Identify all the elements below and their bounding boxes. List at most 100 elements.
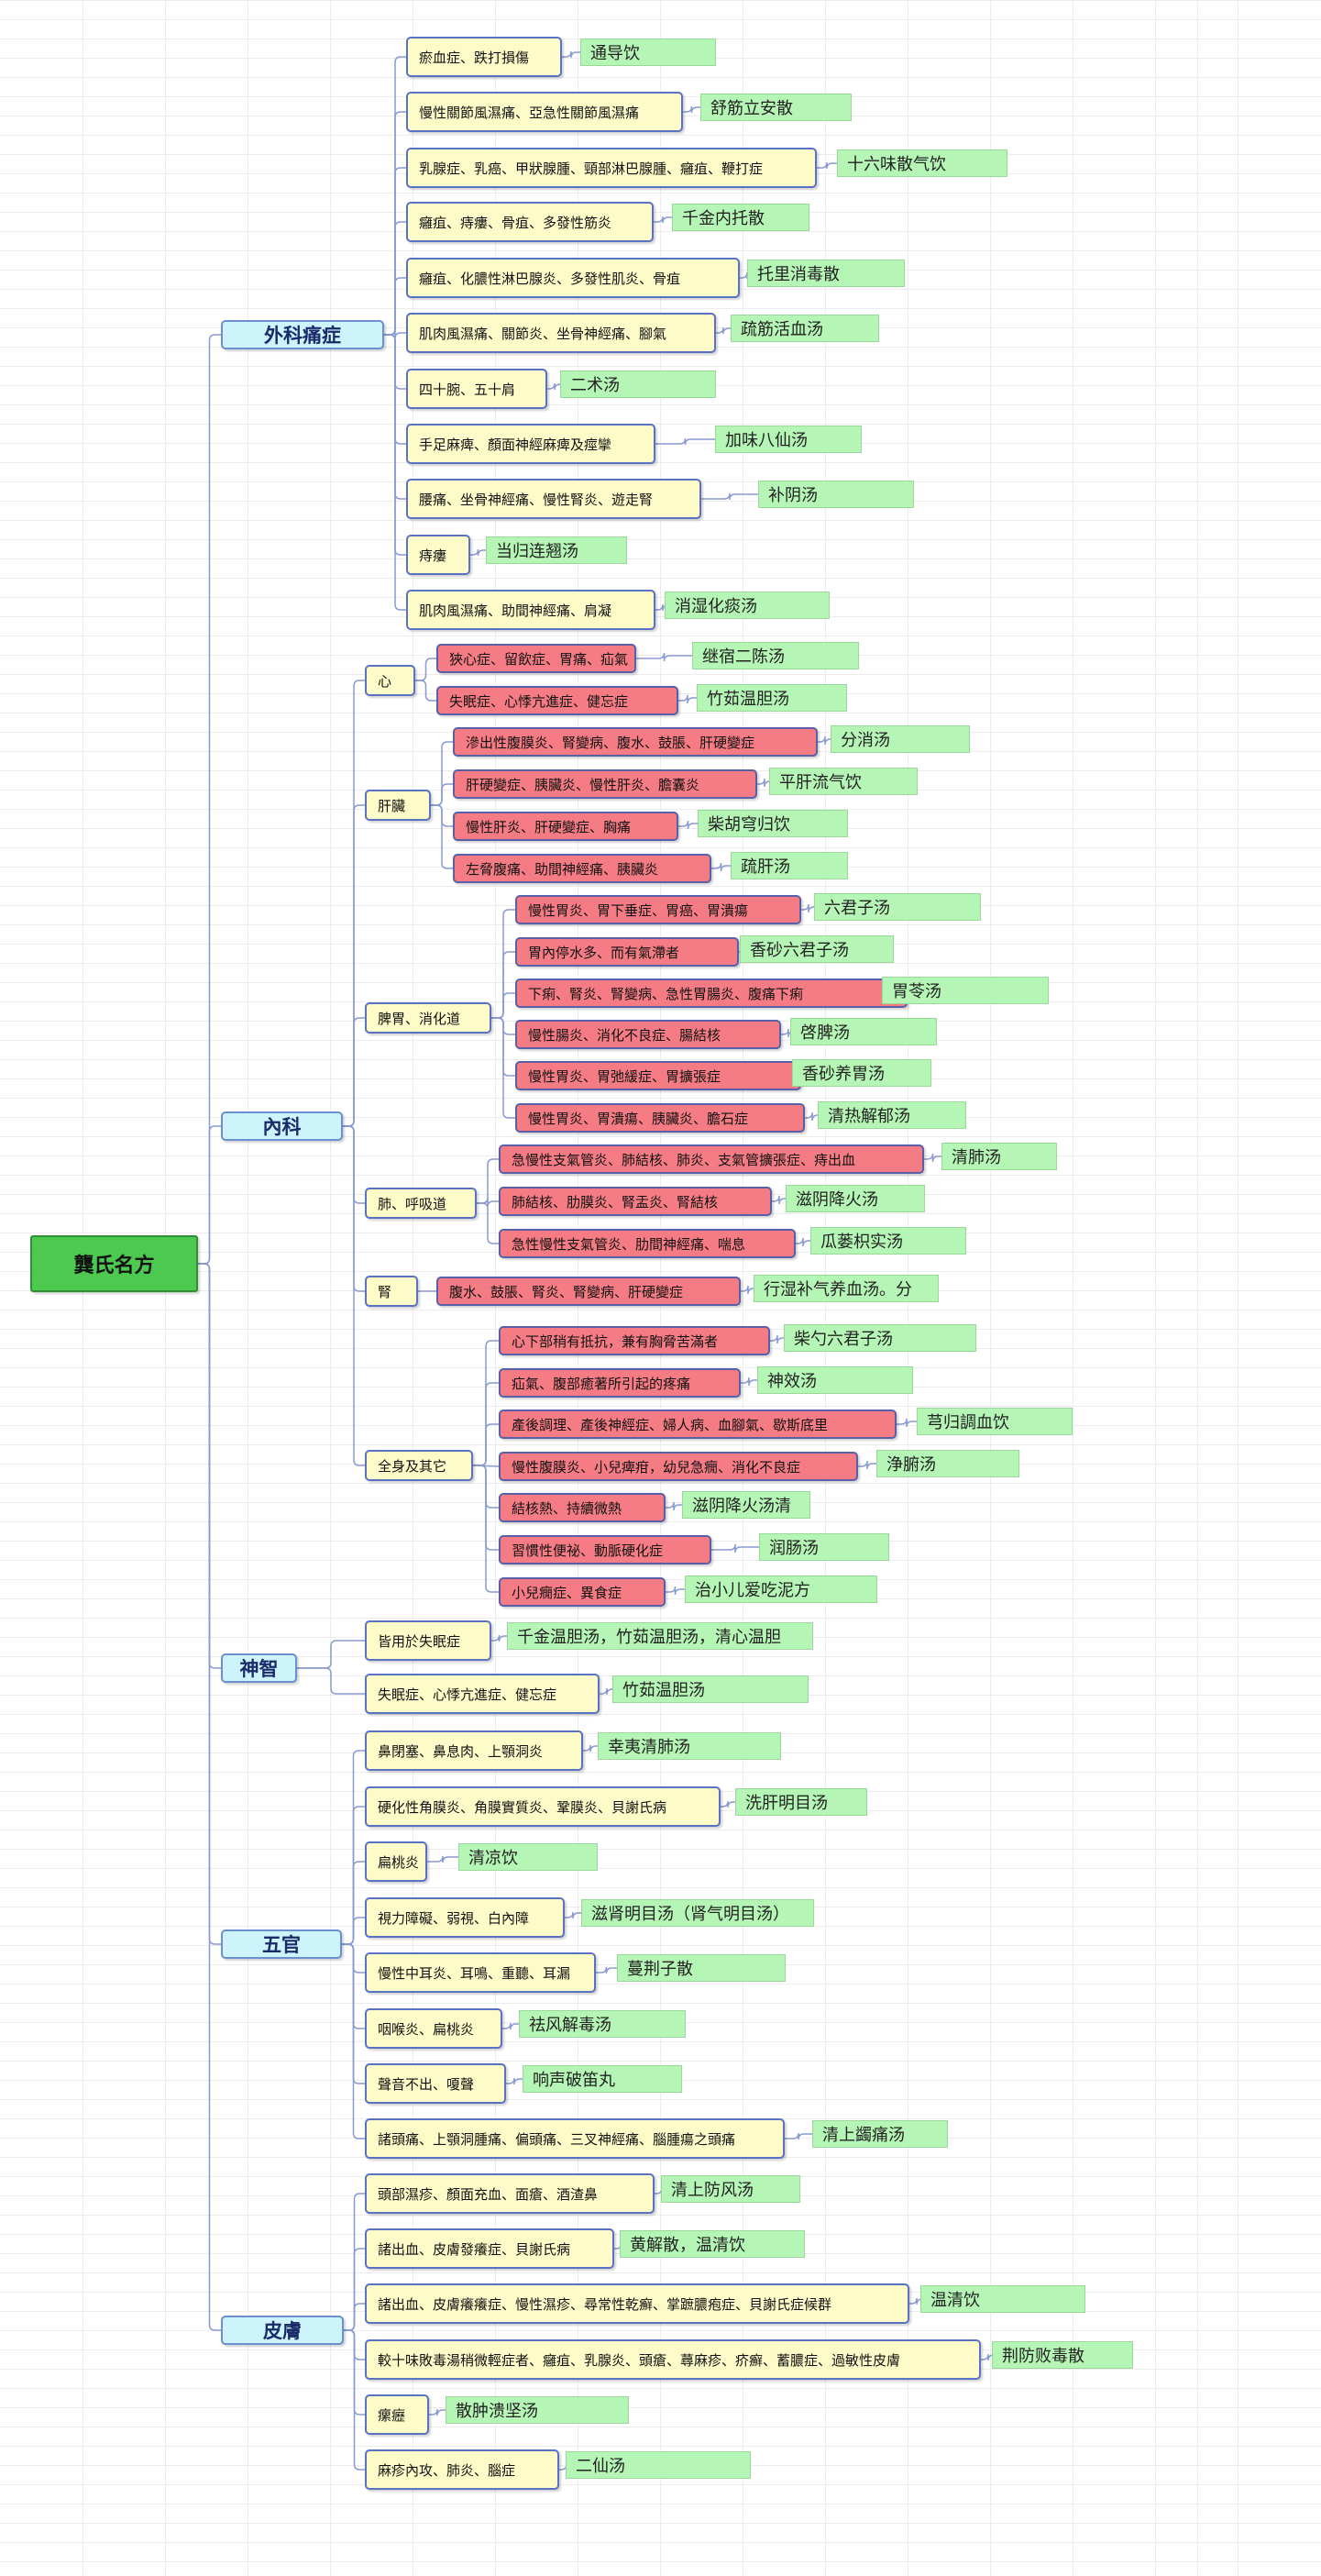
formula-node[interactable]: 祛风解毒汤 (519, 2010, 686, 2038)
organ-group-digestive[interactable]: 脾胃、消化道 (365, 1002, 491, 1034)
formula-node[interactable]: 香砂六君子汤 (740, 935, 894, 963)
formula-node[interactable]: 二术汤 (560, 370, 716, 398)
symptom-node[interactable]: 乳腺症、乳癌、甲狀腺腫、頸部淋巴腺腫、癰疽、鞭打症 (406, 148, 817, 188)
symptom-node[interactable]: 急慢性支氣管炎、肺結核、肺炎、支氣管擴張症、痔出血 (499, 1144, 924, 1174)
formula-node[interactable]: 分消汤 (831, 725, 970, 753)
category-surgery[interactable]: 外科痛症 (221, 320, 384, 349)
symptom-node[interactable]: 瘰癧 (365, 2394, 429, 2435)
formula-node[interactable]: 继宿二陈汤 (692, 642, 859, 669)
symptom-node[interactable]: 慢性關節風濕痛、亞急性關節風濕痛 (406, 92, 683, 132)
formula-node[interactable]: 竹茹温胆汤 (612, 1675, 809, 1703)
formula-node[interactable]: 清上防风汤 (661, 2175, 800, 2203)
symptom-node[interactable]: 心下部稍有抵抗，兼有胸脅苦滿者 (499, 1326, 770, 1355)
formula-node[interactable]: 舒筋立安散 (700, 94, 852, 121)
formula-node[interactable]: 清热解郁汤 (818, 1101, 966, 1129)
symptom-node[interactable]: 聲音不出、嗄聲 (365, 2063, 506, 2104)
symptom-node[interactable]: 胃內停水多、而有氣滯者 (515, 937, 739, 967)
formula-node[interactable]: 散肿溃坚汤 (446, 2396, 629, 2424)
formula-node[interactable]: 通导饮 (580, 39, 716, 66)
symptom-node[interactable]: 麻疹內攻、肺炎、腦症 (365, 2449, 559, 2490)
symptom-node[interactable]: 肝硬變症、胰臟炎、慢性肝炎、膽囊炎 (453, 769, 757, 799)
formula-node[interactable]: 竹茹温胆汤 (697, 684, 847, 712)
symptom-node[interactable]: 諸出血、皮膚發癢症、貝謝氏病 (365, 2228, 614, 2269)
organ-group-heart[interactable]: 心 (365, 665, 415, 696)
symptom-node[interactable]: 慢性胃炎、胃下垂症、胃癌、胃潰瘍 (515, 895, 801, 924)
formula-node[interactable]: 响声破笛丸 (523, 2065, 682, 2093)
formula-node[interactable]: 温清饮 (920, 2285, 1085, 2313)
symptom-node[interactable]: 手足麻痺、顏面神經麻痺及痙攣 (406, 424, 655, 464)
symptom-node[interactable]: 硬化性角膜炎、角膜實質炎、鞏膜炎、貝謝氏病 (365, 1786, 721, 1827)
formula-node[interactable]: 蔓荆子散 (617, 1954, 786, 1982)
category-mental[interactable]: 神智 (221, 1653, 297, 1683)
symptom-node[interactable]: 結核熱、持續微熱 (499, 1493, 666, 1522)
formula-node[interactable]: 瓜蒌枳实汤 (810, 1227, 966, 1255)
organ-group-general[interactable]: 全身及其它 (365, 1450, 473, 1481)
symptom-node[interactable]: 肺結核、肋膜炎、腎盂炎、腎結核 (499, 1187, 772, 1216)
formula-node[interactable]: 啓脾汤 (790, 1018, 937, 1045)
symptom-node[interactable]: 慢性中耳炎、耳鳴、重聽、耳漏 (365, 1952, 596, 1993)
formula-node[interactable]: 平肝流气饮 (769, 768, 918, 795)
symptom-node[interactable]: 失眠症、心悸亢進症、健忘症 (365, 1674, 600, 1714)
formula-node[interactable]: 治小儿爱吃泥方 (685, 1575, 877, 1603)
symptom-node[interactable]: 疝氣、腹部癒著所引起的疼痛 (499, 1368, 741, 1398)
symptom-node[interactable]: 皆用於失眠症 (365, 1620, 491, 1661)
formula-node[interactable]: 洗肝明目汤 (735, 1788, 867, 1816)
category-skin[interactable]: 皮膚 (221, 2316, 344, 2345)
symptom-node[interactable]: 頭部濕疹、顏面充血、面瘡、酒渣鼻 (365, 2173, 655, 2214)
symptom-node[interactable]: 扁桃炎 (365, 1841, 427, 1882)
formula-node[interactable]: 加味八仙汤 (715, 426, 862, 453)
formula-node[interactable]: 二仙汤 (566, 2451, 751, 2479)
symptom-node[interactable]: 急性慢性支氣管炎、肋間神經痛、喘息 (499, 1229, 796, 1258)
category-five-senses[interactable]: 五官 (221, 1929, 342, 1959)
formula-node[interactable]: 消湿化痰汤 (665, 591, 830, 619)
symptom-node[interactable]: 四十腕、五十肩 (406, 369, 547, 409)
formula-node[interactable]: 滋阴降火汤清 (682, 1491, 810, 1519)
symptom-node[interactable]: 諸出血、皮膚癢癢症、慢性濕疹、尋常性乾癬、掌蹠膿疱症、貝謝氏症候群 (365, 2283, 909, 2324)
symptom-node[interactable]: 癰疽、痔瘻、骨疽、多發性筋炎 (406, 202, 654, 242)
symptom-node[interactable]: 失眠症、心悸亢進症、健忘症 (436, 686, 678, 715)
symptom-node[interactable]: 滲出性腹膜炎、腎變病、腹水、鼓脹、肝硬變症 (453, 727, 818, 757)
symptom-node[interactable]: 下痢、腎炎、腎變病、急性胃腸炎、腹痛下痢 (515, 978, 908, 1008)
formula-node[interactable]: 幸夷清肺汤 (598, 1732, 781, 1760)
organ-group-kidney[interactable]: 腎 (365, 1276, 418, 1307)
category-internal-medicine[interactable]: 內科 (221, 1111, 343, 1141)
formula-node[interactable]: 疏肝汤 (731, 852, 848, 879)
symptom-node[interactable]: 慢性胃炎、胃潰瘍、胰臟炎、膽石症 (515, 1103, 805, 1133)
formula-node[interactable]: 滋肾明目汤（肾气明目汤） (581, 1899, 814, 1927)
symptom-node[interactable]: 諸頭痛、上顎洞腫痛、偏頭痛、三叉神經痛、腦腫瘍之頭痛 (365, 2118, 785, 2159)
formula-node[interactable]: 香砂养胃汤 (792, 1059, 931, 1087)
formula-node[interactable]: 千金内托散 (672, 204, 809, 231)
formula-node[interactable]: 清凉饮 (458, 1843, 598, 1871)
symptom-node[interactable]: 慢性肝炎、肝硬變症、胸痛 (453, 812, 678, 841)
formula-node[interactable]: 托里消毒散 (747, 260, 905, 287)
formula-node[interactable]: 神效汤 (757, 1366, 913, 1394)
symptom-node[interactable]: 狹心症、留飲症、胃痛、疝氣 (436, 644, 636, 673)
formula-node[interactable]: 荆防败毒散 (992, 2341, 1133, 2369)
formula-node[interactable]: 行湿补气养血汤。分 (754, 1275, 939, 1302)
symptom-node[interactable]: 痔瘻 (406, 535, 470, 575)
symptom-node[interactable]: 較十味敗毒湯稍微輕症者、癰疽、乳腺炎、頭瘡、蕁麻疹、疥癬、蓄膿症、過敏性皮膚 (365, 2339, 981, 2380)
formula-node[interactable]: 清上蠲痛汤 (812, 2120, 948, 2148)
root-node[interactable]: 龔氏名方 (30, 1235, 198, 1292)
symptom-node[interactable]: 腹水、鼓脹、腎炎、腎變病、肝硬變症 (436, 1277, 741, 1306)
formula-node[interactable]: 柴勺六君子汤 (784, 1324, 976, 1352)
symptom-node[interactable]: 慢性腸炎、消化不良症、腸結核 (515, 1020, 781, 1049)
symptom-node[interactable]: 習慣性便祕、動脈硬化症 (499, 1535, 711, 1564)
symptom-node[interactable]: 腰痛、坐骨神經痛、慢性腎炎、遊走腎 (406, 479, 701, 519)
symptom-node[interactable]: 肌肉風濕痛、助間神經痛、肩凝 (406, 590, 655, 630)
formula-node[interactable]: 十六味散气饮 (837, 149, 1007, 177)
symptom-node[interactable]: 視力障礙、弱視、白內障 (365, 1897, 565, 1938)
symptom-node[interactable]: 咽喉炎、扁桃炎 (365, 2008, 502, 2049)
symptom-node[interactable]: 鼻閉塞、鼻息肉、上顎洞炎 (365, 1730, 583, 1771)
formula-node[interactable]: 柴胡穹归饮 (698, 810, 848, 837)
symptom-node[interactable]: 產後調理、產後神經症、婦人病、血腳氣、歇斯底里 (499, 1410, 897, 1439)
symptom-node[interactable]: 癰疽、化膿性淋巴腺炎、多發性肌炎、骨疽 (406, 258, 740, 298)
symptom-node[interactable]: 瘀血症、跌打損傷 (406, 37, 562, 77)
formula-node[interactable]: 当归连翘汤 (486, 536, 627, 564)
symptom-node[interactable]: 左脅腹痛、助間神經痛、胰臟炎 (453, 854, 711, 883)
symptom-node[interactable]: 小兒癇症、異食症 (499, 1577, 666, 1607)
symptom-node[interactable]: 慢性胃炎、胃弛緩症、胃擴張症 (515, 1061, 801, 1090)
organ-group-lung[interactable]: 肺、呼吸道 (365, 1188, 477, 1219)
formula-node[interactable]: 浄腑汤 (876, 1450, 1019, 1477)
formula-node[interactable]: 疏筋活血汤 (731, 315, 879, 342)
